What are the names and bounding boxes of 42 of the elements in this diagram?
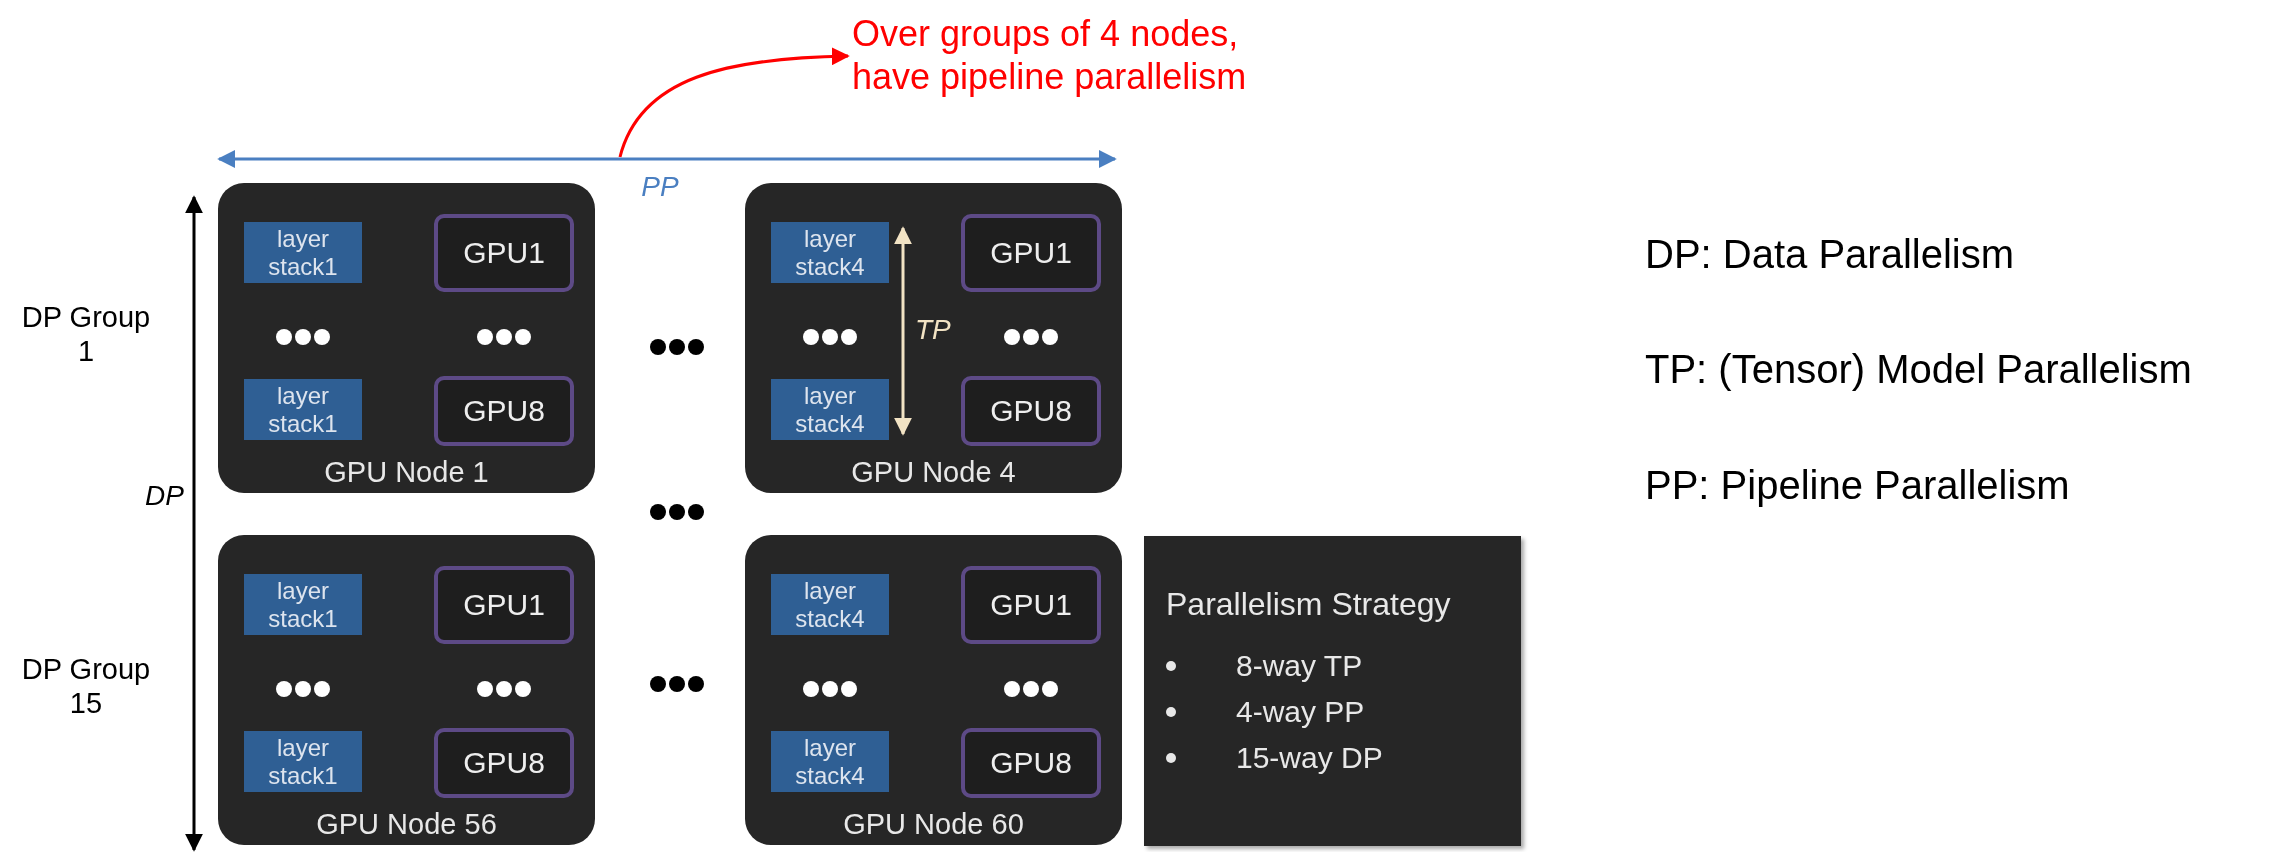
arrow xyxy=(618,47,850,158)
gpu-box: GPU8 xyxy=(961,376,1101,446)
list-item: 4-way PP xyxy=(1236,695,1365,729)
gpu-node-panel xyxy=(745,535,1122,845)
gpu-node-panel xyxy=(218,183,595,493)
edge-label: PP xyxy=(641,171,679,203)
node-title: GPU Node 1 xyxy=(323,455,490,489)
definition-text: TP: (Tensor) Model Parallelism xyxy=(1645,347,2192,392)
strategy-panel xyxy=(1144,536,1521,846)
definition-text: PP: Pipeline Parallelism xyxy=(1645,463,2070,508)
layer-stack-box: layer stack1 xyxy=(244,379,362,440)
layer-stack-box: layer stack1 xyxy=(244,731,362,792)
definition-text: DP: Data Parallelism xyxy=(1645,232,2014,277)
gpu-box: GPU1 xyxy=(961,566,1101,644)
node-title: GPU Node 56 xyxy=(315,807,498,841)
edge-label: TP xyxy=(915,314,951,346)
layer-stack-box: layer stack4 xyxy=(771,731,889,792)
gpu-box: GPU1 xyxy=(961,214,1101,292)
gpu-box: GPU8 xyxy=(434,728,574,798)
group-label: DP Group 15 xyxy=(20,652,152,720)
layer-stack-box: layer stack1 xyxy=(244,574,362,635)
panel-title: Parallelism Strategy xyxy=(1166,586,1452,623)
list-item: 8-way TP xyxy=(1236,649,1363,683)
list-item: 15-way DP xyxy=(1236,741,1383,775)
arrow xyxy=(217,150,1117,168)
annotation-text: Over groups of 4 nodes, have pipeline parallelism xyxy=(852,12,1322,98)
gpu-node-panel xyxy=(745,183,1122,493)
gpu-box: GPU8 xyxy=(961,728,1101,798)
layer-stack-box: layer stack1 xyxy=(244,222,362,283)
gpu-box: GPU1 xyxy=(434,214,574,292)
gpu-node-panel xyxy=(218,535,595,845)
gpu-box: GPU8 xyxy=(434,376,574,446)
arrow xyxy=(894,226,912,436)
arrow xyxy=(185,195,203,852)
node-title: GPU Node 4 xyxy=(850,455,1017,489)
layer-stack-box: layer stack4 xyxy=(771,379,889,440)
gpu-box: GPU1 xyxy=(434,566,574,644)
group-label: DP Group 1 xyxy=(20,300,152,368)
edge-label: DP xyxy=(145,480,184,512)
layer-stack-box: layer stack4 xyxy=(771,574,889,635)
node-title: GPU Node 60 xyxy=(842,807,1025,841)
layer-stack-box: layer stack4 xyxy=(771,222,889,283)
